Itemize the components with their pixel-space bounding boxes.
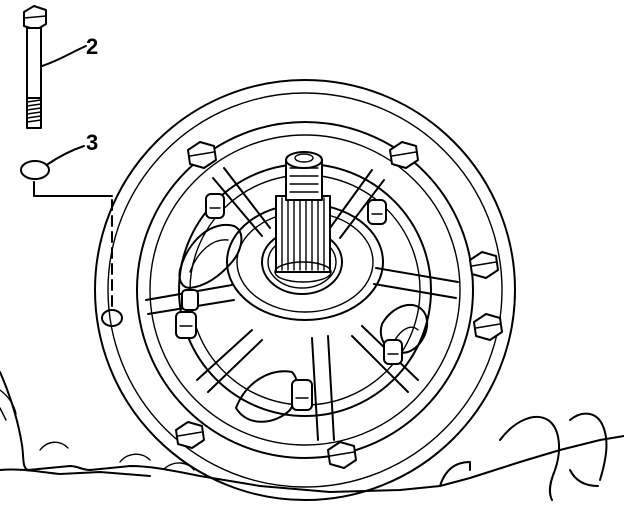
callout-washer: 3: [86, 130, 98, 155]
stator-shaft: [274, 151, 332, 283]
bolt-head: [389, 141, 419, 169]
bolt-head: [175, 421, 205, 449]
inner-bolt: [181, 289, 199, 311]
bolt-hole-empty: [101, 309, 123, 327]
inner-bolt: [383, 339, 403, 365]
transmission-case-outline: [0, 371, 624, 501]
callout-bolt: 2: [86, 34, 98, 59]
inner-bolt: [291, 379, 313, 411]
inner-bolts: [175, 193, 403, 411]
bolt-head: [473, 313, 503, 341]
oil-pump-body: [94, 79, 516, 501]
inner-bolt: [205, 193, 225, 219]
perimeter-bolts: [101, 141, 503, 469]
leader-lines: [33, 45, 113, 307]
bolt-head: [327, 441, 357, 469]
bolt-head: [469, 251, 499, 279]
exploded-bolt: [23, 5, 47, 129]
inner-bolt: [175, 311, 197, 339]
bolt-head: [187, 141, 217, 169]
exploded-washer: [20, 160, 50, 180]
inner-bolt: [367, 199, 387, 225]
